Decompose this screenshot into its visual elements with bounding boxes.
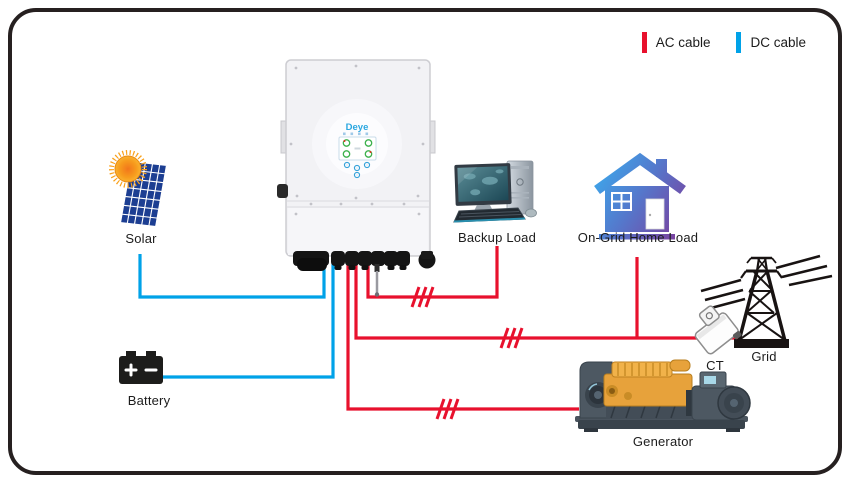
cable-hash-backup (410, 286, 435, 308)
ongrid-home-load-label: On-Grid Home Load (577, 230, 699, 245)
legend-item-ac: AC cable (641, 32, 711, 53)
legend-item-dc: DC cable (736, 32, 806, 53)
power-line-marks (700, 254, 833, 310)
generator-icon (575, 359, 751, 432)
inverter: Deye (277, 59, 436, 297)
sun-icon (109, 150, 147, 188)
inverter-connectors (293, 251, 436, 271)
dc-cable-label: DC cable (750, 35, 806, 50)
ct-label: CT (706, 358, 724, 373)
cable-ac-backup-load (366, 246, 499, 299)
cable-ac-grid (354, 260, 741, 340)
ac-cable-swatch (641, 32, 647, 53)
screws (289, 64, 425, 216)
battery-icon (119, 351, 163, 384)
wifi-antenna (374, 264, 380, 297)
generator-label: Generator (632, 434, 694, 449)
dc-switch (277, 184, 288, 198)
ct-icon (694, 305, 742, 355)
legend: AC cable DC cable (641, 32, 806, 53)
cable-dc-solar (138, 254, 326, 299)
solar-label: Solar (125, 231, 157, 246)
cable-ac-generator (346, 260, 579, 411)
dc-cable-swatch (736, 32, 742, 53)
cable-dc-battery (160, 260, 335, 379)
inverter-brand-logo: Deye (346, 122, 369, 133)
grid-tower-icon (700, 254, 833, 348)
cable-hash-grid (499, 327, 524, 349)
grid-label: Grid (751, 349, 777, 364)
cables (138, 246, 741, 420)
inverter-buttons (343, 161, 371, 179)
solar-panel-icon (112, 153, 168, 228)
cable-hash-generator (435, 398, 460, 420)
backup-load-icon (453, 160, 537, 223)
home-load-icon (594, 152, 686, 240)
backup-load-label: Backup Load (457, 230, 537, 245)
ac-cable-label: AC cable (655, 35, 711, 50)
battery-label: Battery (127, 393, 171, 408)
